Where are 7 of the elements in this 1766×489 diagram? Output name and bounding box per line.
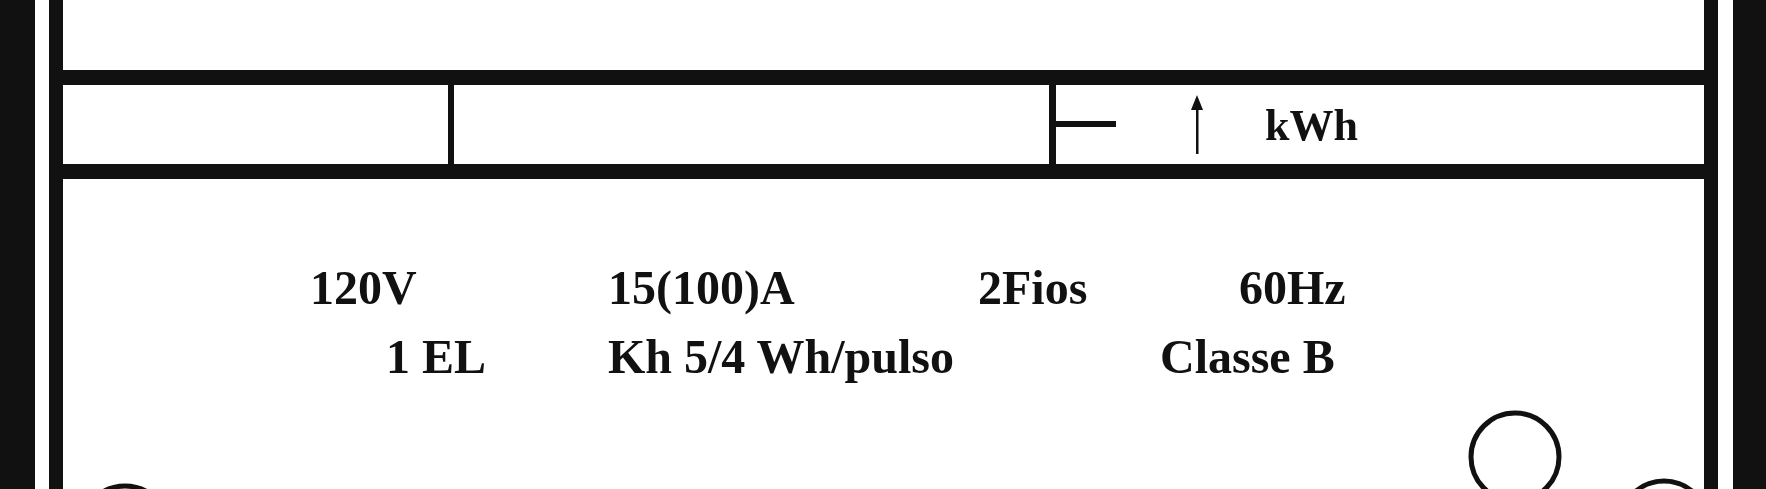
wire-count: 2Fios [978,264,1088,312]
frequency-rating: 60Hz [1239,264,1346,312]
element-count: 1 EL [386,333,487,381]
unit-label: kWh [1265,104,1358,148]
accuracy-class: Classe B [1160,333,1335,381]
meter-constant: Kh 5/4 Wh/pulso [608,333,954,381]
voltage-rating: 120V [310,264,417,312]
